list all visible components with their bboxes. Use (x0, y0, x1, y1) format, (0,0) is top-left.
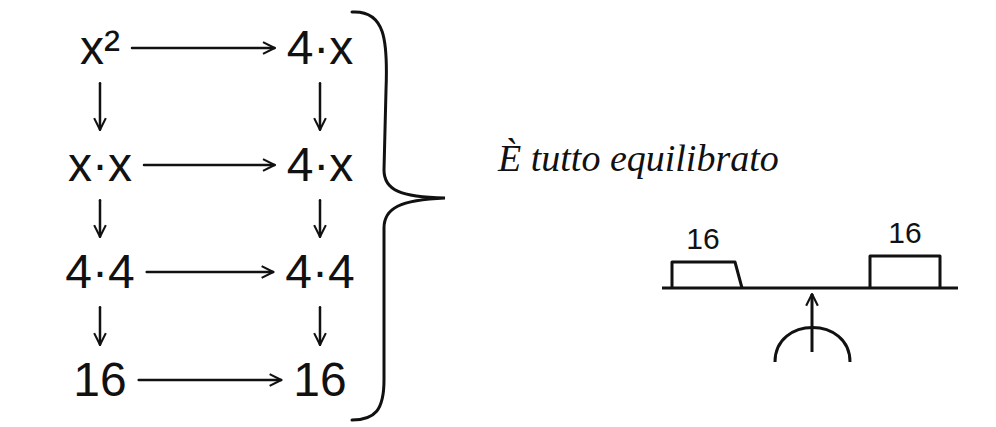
arrow-connector (319, 307, 322, 345)
expression-text: 4·4 (65, 247, 134, 297)
arrow-connector (147, 271, 274, 274)
expression-node: x² (74, 19, 126, 77)
expression-text: 4·x (287, 23, 354, 73)
scale-beam (662, 287, 958, 290)
weight-number: 16 (686, 222, 719, 255)
expression-text: 4·x (287, 140, 354, 190)
expression-text: x·x (68, 140, 132, 190)
weight-number: 16 (888, 216, 921, 249)
expression-node: x·x (62, 136, 138, 194)
arrow-connector (139, 379, 282, 382)
expression-node: 4·4 (59, 243, 140, 301)
connector-layer (100, 48, 320, 380)
scale-pan (672, 262, 742, 288)
curly-brace (352, 12, 445, 420)
scale-pan (870, 256, 940, 288)
arrow-connector (144, 164, 275, 167)
expression-text: 16 (73, 355, 126, 405)
arrow-connector (319, 83, 322, 130)
weight-label: 16 (686, 222, 719, 255)
expression-node: 4·x (281, 19, 360, 77)
expression-node: 4·4 (279, 243, 360, 301)
expression-node: 4·x (281, 136, 360, 194)
note-text: È tutto equilibrato (498, 138, 779, 180)
expression-node: 16 (287, 351, 352, 409)
note-text: È tutto equilibrato (498, 138, 779, 180)
balance-scale (662, 256, 958, 362)
arrow-connector (319, 200, 322, 237)
fulcrum-base (775, 328, 850, 363)
arrow-connector (99, 307, 102, 345)
expression-text: x² (80, 23, 120, 73)
expression-node: 16 (67, 351, 132, 409)
arrow-connector (99, 200, 102, 237)
expression-text: 4·4 (285, 247, 354, 297)
fulcrum-arrow (811, 294, 814, 352)
arrow-connector (132, 47, 275, 50)
weight-label: 16 (888, 216, 921, 249)
expression-text: 16 (293, 355, 346, 405)
arrow-connector (99, 83, 102, 130)
